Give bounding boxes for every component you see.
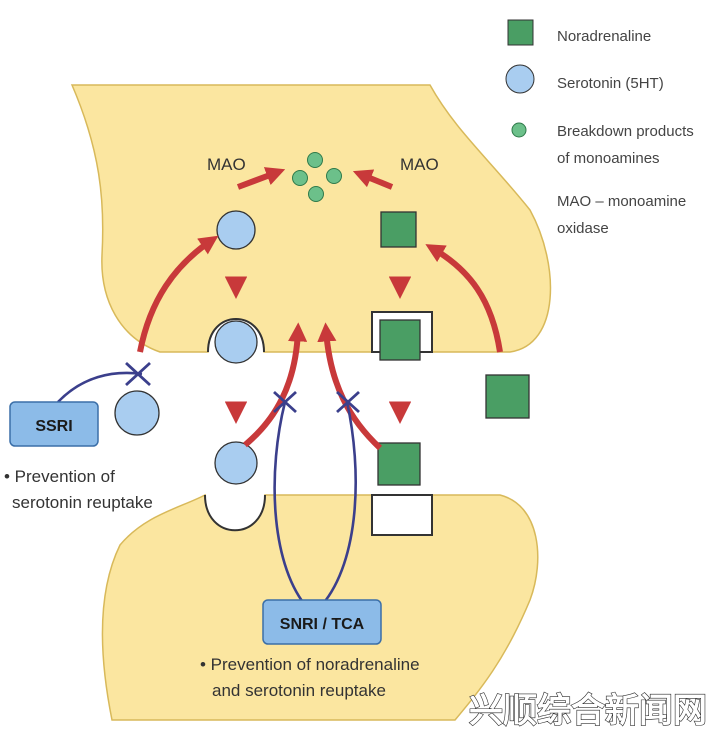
noradrenaline-receptor-slot: [371, 494, 433, 536]
mao-arrow-left: [236, 167, 286, 190]
ssri-note-line1: • Prevention of: [4, 467, 115, 486]
presynaptic-neuron: [70, 84, 552, 353]
watermark: 兴顺综合新闻网: [469, 692, 707, 730]
ssri-label: SSRI: [35, 418, 72, 435]
noradrenaline-free: [485, 374, 530, 419]
serotonin-reuptake-arrow-left: [137, 235, 219, 353]
breakdown-product: [326, 168, 342, 184]
snri-box: [262, 599, 382, 645]
snri-note-line2: and serotonin reuptake: [212, 681, 386, 700]
snri-block-cross-left: [273, 390, 297, 414]
noradrenaline-vesicle: [380, 211, 417, 248]
snri-label: SNRI / TCA: [280, 616, 365, 633]
legend-serotonin-swatch: [505, 64, 535, 94]
legend-breakdown-line1: Breakdown products: [557, 123, 694, 140]
ssri-box: [9, 401, 99, 447]
ssri-note-line2: serotonin reuptake: [12, 493, 153, 512]
legend-serotonin: Serotonin (5HT): [557, 75, 664, 92]
noradrenaline-reuptake-arrow-right: [425, 244, 503, 353]
serotonin-receptor-slot: [204, 494, 266, 532]
breakdown-product: [292, 170, 308, 186]
breakdown-product: [307, 152, 323, 168]
ssri-block-cross: [125, 361, 151, 387]
noradrenaline-released: [379, 319, 421, 361]
legend-breakdown-swatch: [511, 122, 527, 138]
mao-label-right: MAO: [400, 155, 439, 174]
legend-breakdown-line2: of monoamines: [557, 150, 660, 167]
mao-label-left: MAO: [207, 155, 246, 174]
snri-block-cross-right: [336, 390, 360, 414]
serotonin-cleft: [214, 441, 258, 485]
snri-block-line: [273, 401, 357, 606]
snri-note-line1: • Prevention of noradrenaline: [200, 655, 420, 674]
serotonin-free: [114, 390, 160, 436]
mao-arrow-right: [352, 169, 394, 190]
legend-mao-line1: MAO – monoamine: [557, 193, 686, 210]
serotonin-vesicle: [216, 210, 256, 250]
legend-noradrenaline-swatch: [507, 19, 534, 46]
legend-mao-line2: oxidase: [557, 220, 609, 237]
noradrenaline-cleft: [377, 442, 421, 486]
serotonin-released: [214, 320, 258, 364]
breakdown-product: [308, 186, 324, 202]
ssri-block-line: [57, 371, 143, 403]
legend-noradrenaline: Noradrenaline: [557, 28, 651, 45]
